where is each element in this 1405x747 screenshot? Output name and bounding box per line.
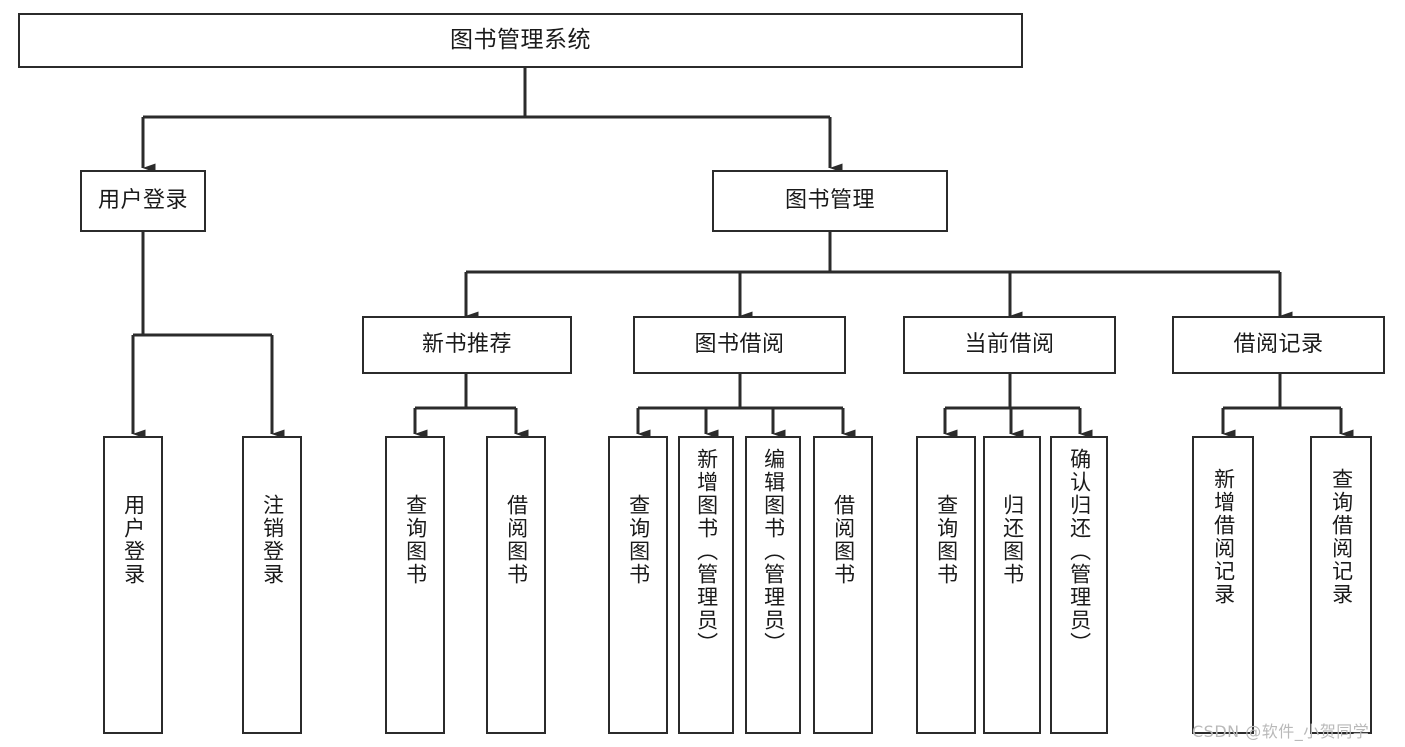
node-label: 用户登录 — [97, 188, 188, 214]
watermark-csdn: CSDN @软件_小贺同学 — [1192, 722, 1370, 741]
node-label: 新书推荐 — [421, 332, 512, 358]
leaf-current-borrow-query-book[interactable]: 查询图书 — [916, 436, 976, 734]
leaf-borrow-record-query-record[interactable]: 查询借阅记录 — [1310, 436, 1372, 734]
node-label: 查询图书 — [934, 494, 959, 586]
leaf-user-login-logout[interactable]: 注销登录 — [242, 436, 302, 734]
leaf-book-borrow-borrow-book[interactable]: 借阅图书 — [813, 436, 873, 734]
node-label: 借阅图书 — [504, 494, 529, 586]
node-label: 确认归还（管理员） — [1067, 448, 1092, 655]
node-label: 查询图书 — [626, 494, 651, 586]
leaf-new-book-borrow-book[interactable]: 借阅图书 — [486, 436, 546, 734]
node-label: 借阅图书 — [831, 494, 856, 586]
node-label: 查询图书 — [403, 494, 428, 586]
leaf-current-borrow-confirm-return-admin[interactable]: 确认归还（管理员） — [1050, 436, 1108, 734]
leaf-current-borrow-return-book[interactable]: 归还图书 — [983, 436, 1041, 734]
leaf-book-borrow-edit-book-admin[interactable]: 编辑图书（管理员） — [745, 436, 801, 734]
node-label: 借阅记录 — [1233, 332, 1324, 358]
leaf-borrow-record-add-record[interactable]: 新增借阅记录 — [1192, 436, 1254, 734]
node-label: 归还图书 — [1000, 494, 1025, 586]
node-book-management[interactable]: 图书管理 — [712, 170, 948, 232]
node-borrow-record[interactable]: 借阅记录 — [1172, 316, 1385, 374]
node-book-borrow[interactable]: 图书借阅 — [633, 316, 846, 374]
node-new-book-recommend[interactable]: 新书推荐 — [362, 316, 572, 374]
node-label: 图书管理 — [784, 188, 875, 214]
leaf-new-book-query-book[interactable]: 查询图书 — [385, 436, 445, 734]
leaf-user-login-login[interactable]: 用户登录 — [103, 436, 163, 734]
node-user-login[interactable]: 用户登录 — [80, 170, 206, 232]
node-label: 当前借阅 — [964, 332, 1055, 358]
node-label: 新增图书（管理员） — [694, 448, 719, 655]
node-current-borrow[interactable]: 当前借阅 — [903, 316, 1116, 374]
node-label: 图书管理系统 — [450, 26, 591, 53]
node-label: 查询借阅记录 — [1329, 468, 1354, 606]
node-label: 用户登录 — [121, 494, 146, 586]
node-label: 新增借阅记录 — [1211, 468, 1236, 606]
node-label: 图书借阅 — [694, 332, 785, 358]
node-root-system[interactable]: 图书管理系统 — [18, 13, 1023, 68]
leaf-book-borrow-add-book-admin[interactable]: 新增图书（管理员） — [678, 436, 734, 734]
node-label: 注销登录 — [260, 494, 285, 586]
node-label: 编辑图书（管理员） — [761, 448, 786, 655]
leaf-book-borrow-query-book[interactable]: 查询图书 — [608, 436, 668, 734]
